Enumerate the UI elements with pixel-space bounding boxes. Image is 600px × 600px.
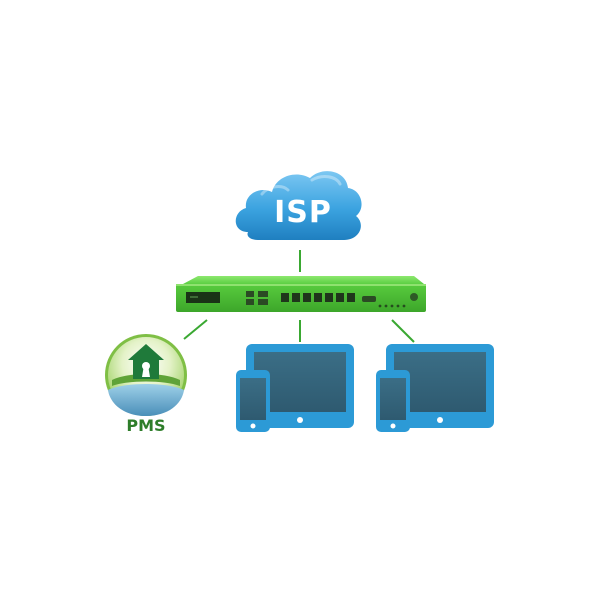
appliance-display [186,292,220,303]
isp-cloud: ISP [235,171,362,240]
house-lock-icon [105,334,187,416]
connectors [183,250,415,343]
network-appliance-icon [176,276,426,312]
device-group-left [236,344,354,432]
isp-label: ISP [274,195,332,230]
appliance-usb-ports [246,291,268,305]
appliance-console-port [362,296,376,302]
appliance-ethernet-ports [281,293,355,302]
device-group-right [376,344,494,432]
pms-label: PMS [126,416,165,435]
pms-node: PMS [105,334,187,435]
cloud-icon [235,171,362,240]
network-appliance [176,276,426,312]
tablet-and-phone-icon [236,344,354,432]
tablet-and-phone-icon [376,344,494,432]
connector-appliance-device-right [391,319,415,343]
connector-appliance-pms [183,319,208,340]
appliance-power-button [410,293,418,301]
appliance-status-leds [378,304,406,308]
